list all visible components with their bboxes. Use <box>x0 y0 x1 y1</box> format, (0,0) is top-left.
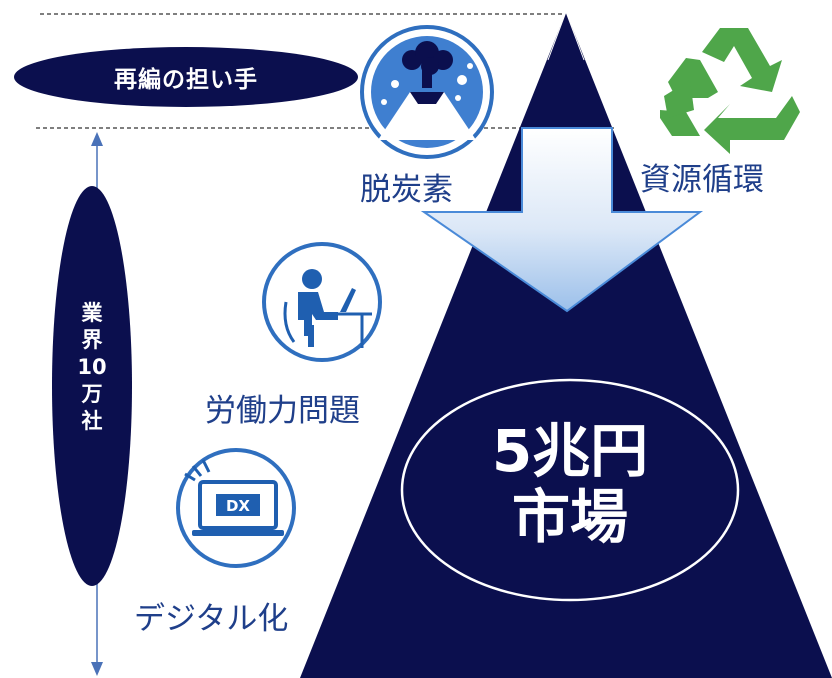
side-axis-label: 業 界 10 万 社 <box>62 300 122 435</box>
top-label-pill <box>14 47 358 107</box>
industry-count-ellipse <box>52 186 132 586</box>
axis-arrowhead-down-icon <box>91 662 103 676</box>
market-word-line: 市場 <box>511 483 628 551</box>
labor-issue-label: 労働力問題 <box>205 393 360 429</box>
resource-circulation-label: 資源循環 <box>640 162 764 198</box>
market-size-line: 5兆円 <box>491 417 649 485</box>
recycle-icon <box>660 28 800 154</box>
down-arrow-icon <box>420 127 704 313</box>
side-axis-char: 10 <box>77 355 107 379</box>
digitalization-label: デジタル化 <box>134 601 289 637</box>
side-axis-char: 万 <box>81 382 103 406</box>
market-pyramid <box>300 12 832 678</box>
market-ellipse <box>400 378 740 602</box>
side-axis-char: 社 <box>81 409 103 433</box>
top-label: 再編の担い手 <box>114 67 258 93</box>
pyramid-tip-outline <box>547 10 585 61</box>
side-axis-char: 界 <box>81 328 103 352</box>
dx-badge-text: DX <box>226 497 250 515</box>
axis-arrowhead-up-icon <box>91 132 103 146</box>
market-size-label: 5兆円 市場 <box>440 418 700 550</box>
decarbonization-label: 脱炭素 <box>360 172 453 208</box>
laptop-dx-icon: DX <box>176 448 296 568</box>
worker-at-desk-icon <box>262 242 382 362</box>
volcano-icon <box>360 25 494 159</box>
side-axis-char: 業 <box>81 301 103 325</box>
